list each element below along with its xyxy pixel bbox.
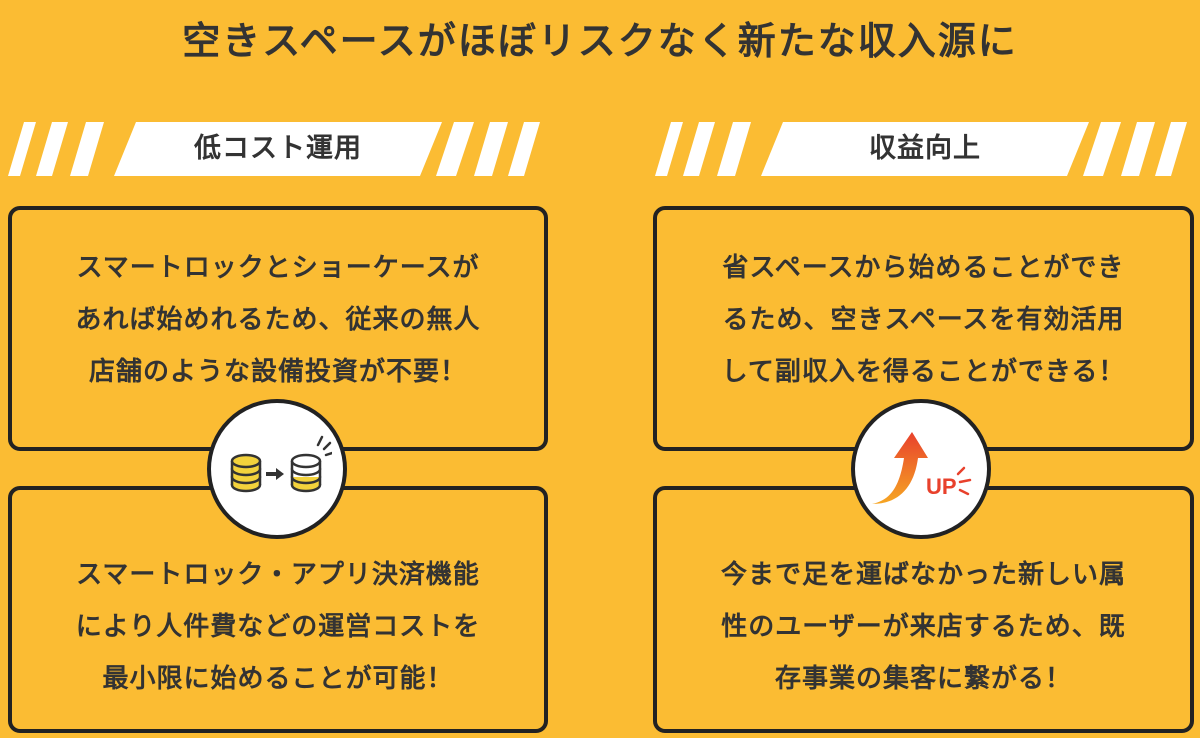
card-low-cost-top-text: スマートロックとショーケースが あれば始めれるため、従来の無人 店舗のような設備… bbox=[75, 252, 481, 387]
ribbon-stripes-icon bbox=[8, 122, 540, 176]
ribbon-revenue: 収益向上 bbox=[655, 122, 1195, 176]
card-revenue-bottom-text: 今まで足を運ばなかった新しい属 性のユーザーが来店するため、既 存事業の集客に繋… bbox=[720, 559, 1126, 694]
card-revenue-top-text: 省スペースから始めることができ るため、空きスペースを有効活用 して副収入を得る… bbox=[721, 252, 1126, 387]
up-text: UP bbox=[926, 474, 957, 499]
up-arrow-icon: UP bbox=[872, 432, 972, 504]
card-low-cost-top: スマートロックとショーケースが あれば始めれるため、従来の無人 店舗のような設備… bbox=[8, 206, 548, 451]
ribbon-stripes-icon bbox=[655, 122, 1187, 176]
page-headline: 空きスペースがほぼリスクなく新たな収入源に bbox=[182, 19, 1018, 63]
ribbon-label-low-cost: 低コスト運用 bbox=[194, 133, 362, 164]
badge-revenue: UP bbox=[851, 399, 991, 539]
ribbon-low-cost: 低コスト運用 bbox=[8, 122, 548, 176]
coins-reduce-icon bbox=[230, 435, 332, 493]
ribbon-label-revenue: 収益向上 bbox=[869, 133, 981, 164]
card-low-cost-bottom-text: スマートロック・アプリ決済機能 により人件費などの運営コストを 最小限に始めるこ… bbox=[75, 559, 481, 694]
badge-low-cost bbox=[207, 399, 347, 539]
card-low-cost-bottom: スマートロック・アプリ決済機能 により人件費などの運営コストを 最小限に始めるこ… bbox=[8, 486, 548, 733]
